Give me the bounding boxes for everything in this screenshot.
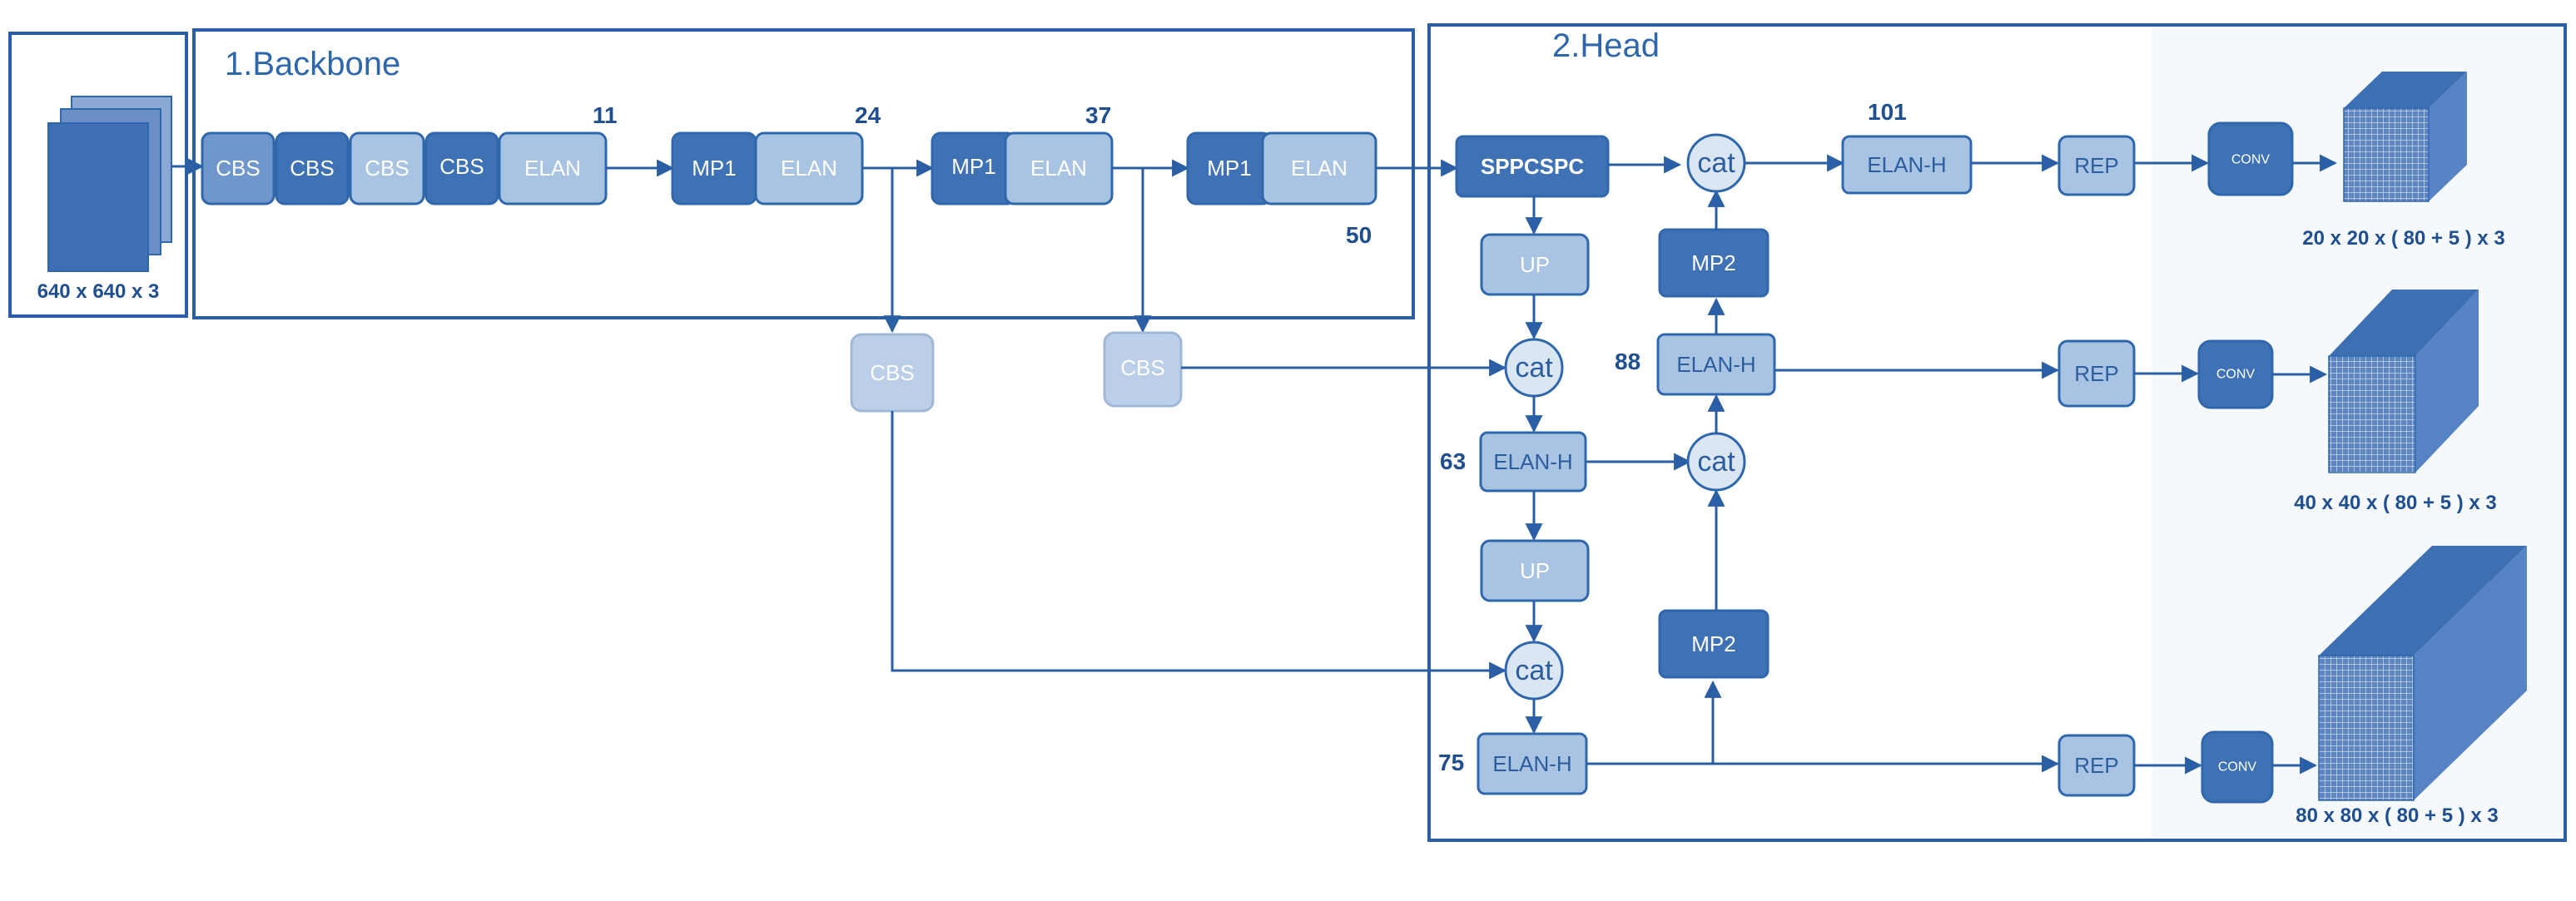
elan-label: ELAN: [524, 156, 581, 181]
head-title: 2.Head: [1552, 27, 1660, 64]
output-tensor-40x40: [2328, 290, 2479, 473]
elan-label: ELAN: [1291, 156, 1348, 181]
elan-label: ELAN: [1030, 156, 1087, 181]
layer-number-24: 24: [855, 102, 881, 128]
conv-label: CONV: [2216, 368, 2256, 382]
elan-h-label: ELAN-H: [1492, 751, 1571, 776]
cbs-lateral-block-2: [1103, 331, 1183, 408]
output-tensor-80x80: [2318, 546, 2527, 801]
cbs-label: CBS: [870, 360, 914, 385]
backbone-title: 1.Backbone: [225, 46, 400, 82]
head-frame: [1427, 23, 2567, 842]
mp1-label: MP1: [1207, 156, 1251, 181]
mp2-label: MP2: [1691, 631, 1735, 656]
layer-number-11: 11: [593, 102, 618, 128]
output-tensor-20x20: [2343, 72, 2467, 202]
cbs-block-1: [201, 131, 275, 205]
rep-label: REP: [2074, 361, 2118, 386]
cbs-label: CBS: [1120, 355, 1164, 380]
up-label: UP: [1520, 252, 1550, 277]
sppcspc-block: [1455, 135, 1610, 198]
conv-label: CONV: [2218, 760, 2257, 775]
mp2-block-2: [1658, 609, 1769, 679]
cbs-block-2: [275, 131, 350, 205]
layer-number-37: 37: [1085, 102, 1111, 128]
elan-h-block-101: [1841, 135, 1973, 195]
output-shape-20x20: 20 x 20 x ( 80 + 5 ) x 3: [2302, 227, 2505, 250]
output-shape-40x40: 40 x 40 x ( 80 + 5 ) x 3: [2294, 492, 2497, 514]
output-shape-80x80: 80 x 80 x ( 80 + 5 ) x 3: [2296, 804, 2499, 827]
cbs-block-4: [424, 131, 499, 205]
input-frame: [8, 32, 188, 318]
layer-number-50: 50: [1346, 222, 1372, 248]
cat-label: cat: [1697, 446, 1735, 478]
input-shape-label: 640 x 640 x 3: [37, 280, 160, 303]
conv-label: CONV: [2231, 153, 2271, 167]
conv-block-3: [2201, 730, 2274, 804]
layer-number-63: 63: [1440, 448, 1466, 474]
wire-cbs1-to-cat: [891, 411, 1507, 680]
cbs-block-3: [349, 131, 425, 205]
mp1-label: MP1: [692, 156, 736, 181]
elan-label: ELAN: [781, 156, 837, 181]
cbs-label: CBS: [365, 156, 409, 181]
cat-label: cat: [1697, 147, 1735, 179]
mp2-label: MP2: [1691, 250, 1735, 275]
rep-block-1: [2057, 135, 2136, 196]
sppcspc-label: SPPCSPC: [1481, 154, 1584, 179]
elan-h-label: ELAN-H: [1676, 352, 1755, 377]
cbs-label: CBS: [216, 156, 260, 181]
cat-label: cat: [1515, 352, 1553, 384]
rep-label: REP: [2074, 753, 2118, 778]
cat-label: cat: [1515, 655, 1553, 686]
input-image-stack: [47, 96, 172, 272]
mp2-block-1: [1658, 228, 1769, 298]
mp1-label: MP1: [951, 154, 995, 179]
layer-number-101: 101: [1868, 99, 1907, 125]
cbs-label: CBS: [290, 156, 334, 181]
layer-number-75: 75: [1438, 750, 1464, 775]
elan-h-label: ELAN-H: [1867, 152, 1946, 177]
rep-label: REP: [2074, 153, 2118, 178]
cbs-label: CBS: [439, 154, 484, 179]
conv-block-1: [2207, 121, 2294, 196]
layer-number-88: 88: [1615, 349, 1640, 374]
elan-h-label: ELAN-H: [1493, 449, 1572, 474]
up-label: UP: [1520, 558, 1550, 583]
